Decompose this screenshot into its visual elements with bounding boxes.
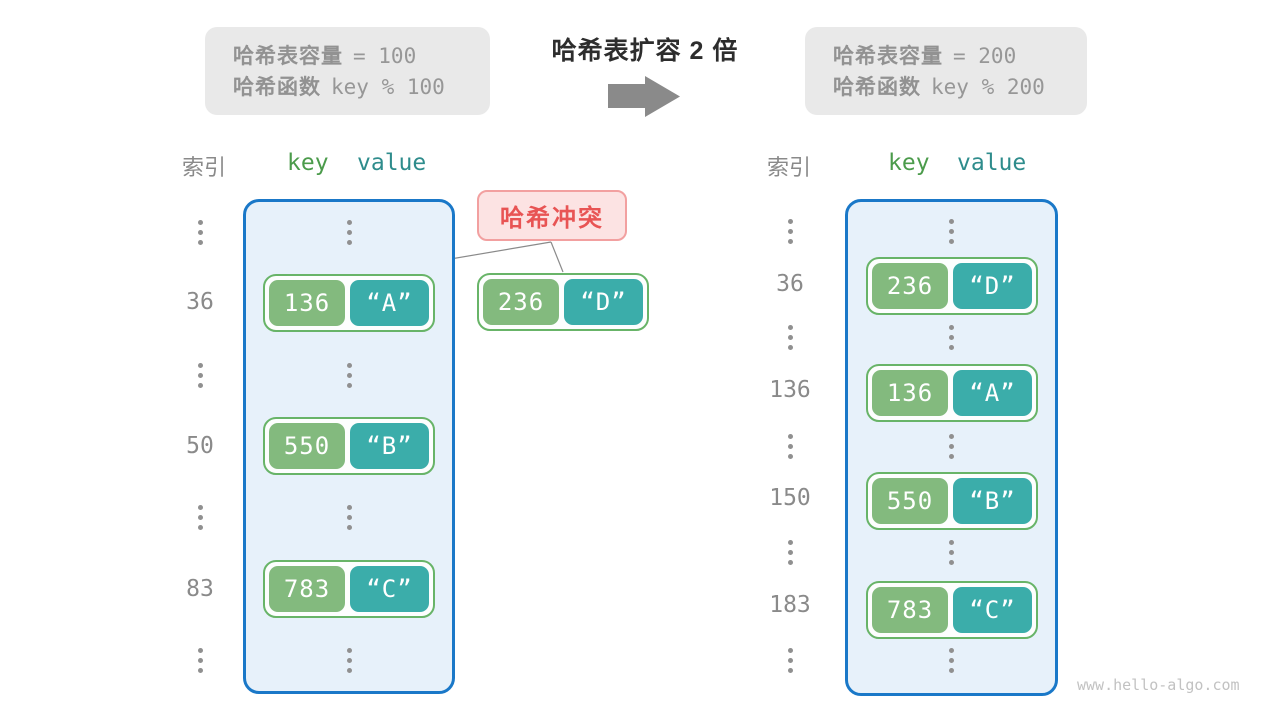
right-block-arrow-icon — [608, 76, 680, 117]
value-cell: “D” — [564, 279, 643, 325]
right-key-header: key — [888, 150, 930, 176]
vertical-ellipsis-icon — [787, 540, 793, 565]
hash-fn-line: 哈希函数 key % 200 — [833, 72, 1087, 103]
transition-title: 哈希表扩容 2 倍 — [551, 37, 739, 65]
key-cell: 550 — [269, 423, 346, 469]
capacity-line: 哈希表容量 = 100 — [233, 41, 490, 72]
right-index-36: 36 — [776, 271, 804, 297]
pair-236-D-colliding: 236 “D” — [477, 273, 649, 331]
value-cell: “A” — [350, 280, 429, 326]
vertical-ellipsis-icon — [346, 505, 352, 530]
capacity-before-box: 哈希表容量 = 100 哈希函数 key % 100 — [205, 27, 490, 115]
vertical-ellipsis-icon — [346, 220, 352, 245]
pair-550-B: 550 “B” — [263, 417, 435, 475]
vertical-ellipsis-icon — [787, 434, 793, 459]
capacity-label: 哈希表容量 — [833, 45, 943, 68]
vertical-ellipsis-icon — [197, 505, 203, 530]
vertical-ellipsis-icon — [948, 540, 954, 565]
hash-fn-label: 哈希函数 — [833, 76, 921, 99]
capacity-value: = 200 — [953, 44, 1017, 68]
pair-236-D: 236 “D” — [866, 257, 1038, 315]
right-index-183: 183 — [769, 592, 811, 618]
capacity-label: 哈希表容量 — [233, 45, 343, 68]
left-value-header: value — [357, 150, 427, 176]
pair-550-B: 550 “B” — [866, 472, 1038, 530]
left-index-83: 83 — [186, 576, 214, 602]
key-cell: 136 — [269, 280, 346, 326]
left-index-36: 36 — [186, 289, 214, 315]
pair-783-C: 783 “C” — [866, 581, 1038, 639]
key-cell: 783 — [872, 587, 949, 633]
hash-fn-label: 哈希函数 — [233, 76, 321, 99]
vertical-ellipsis-icon — [948, 648, 954, 673]
vertical-ellipsis-icon — [197, 363, 203, 388]
right-value-header: value — [957, 150, 1027, 176]
key-cell: 236 — [872, 263, 949, 309]
vertical-ellipsis-icon — [787, 219, 793, 244]
value-cell: “C” — [953, 587, 1032, 633]
key-cell: 136 — [872, 370, 949, 416]
left-index-header: 索引 — [182, 155, 227, 180]
hash-fn-value: key % 100 — [331, 75, 445, 99]
vertical-ellipsis-icon — [197, 220, 203, 245]
value-cell: “D” — [953, 263, 1032, 309]
watermark: www.hello-algo.com — [1077, 676, 1240, 694]
vertical-ellipsis-icon — [948, 325, 954, 350]
vertical-ellipsis-icon — [197, 648, 203, 673]
key-cell: 783 — [269, 566, 346, 612]
vertical-ellipsis-icon — [948, 219, 954, 244]
right-index-136: 136 — [769, 377, 811, 403]
vertical-ellipsis-icon — [948, 434, 954, 459]
pair-136-A: 136 “A” — [866, 364, 1038, 422]
pair-783-C: 783 “C” — [263, 560, 435, 618]
collision-badge: 哈希冲突 — [477, 190, 627, 241]
vertical-ellipsis-icon — [787, 648, 793, 673]
vertical-ellipsis-icon — [346, 363, 352, 388]
key-cell: 550 — [872, 478, 949, 524]
vertical-ellipsis-icon — [346, 648, 352, 673]
key-cell: 236 — [483, 279, 560, 325]
capacity-line: 哈希表容量 = 200 — [833, 41, 1087, 72]
value-cell: “B” — [953, 478, 1032, 524]
left-key-header: key — [287, 150, 329, 176]
pair-136-A: 136 “A” — [263, 274, 435, 332]
hash-fn-line: 哈希函数 key % 100 — [233, 72, 490, 103]
hash-fn-value: key % 200 — [931, 75, 1045, 99]
right-index-header: 索引 — [767, 155, 812, 180]
right-index-150: 150 — [769, 485, 811, 511]
capacity-after-box: 哈希表容量 = 200 哈希函数 key % 200 — [805, 27, 1087, 115]
vertical-ellipsis-icon — [787, 325, 793, 350]
left-index-50: 50 — [186, 433, 214, 459]
value-cell: “A” — [953, 370, 1032, 416]
capacity-value: = 100 — [353, 44, 417, 68]
value-cell: “B” — [350, 423, 429, 469]
value-cell: “C” — [350, 566, 429, 612]
